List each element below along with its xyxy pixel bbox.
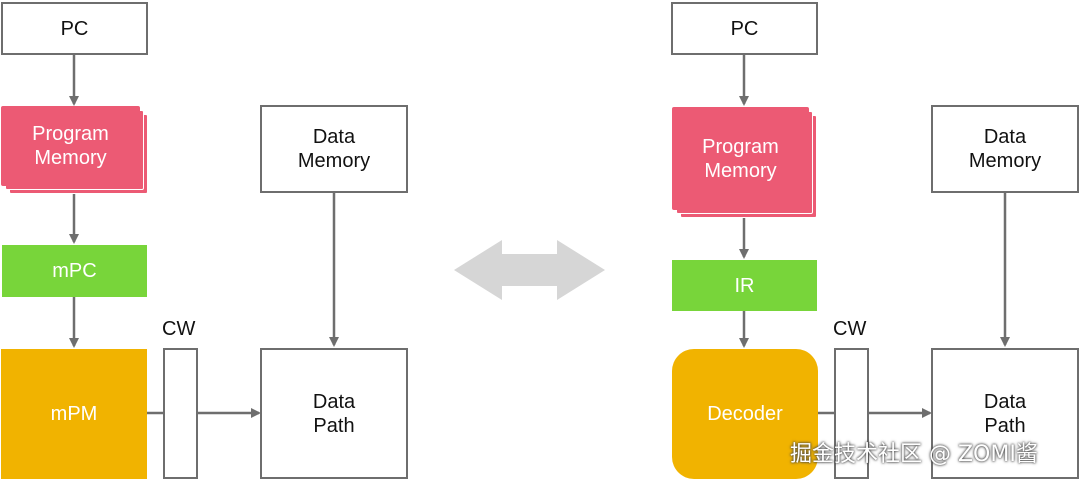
mpm-label: mPM xyxy=(50,403,98,425)
data-memory-box-right: Data Memory xyxy=(931,105,1079,193)
mpc-box: mPC xyxy=(2,245,147,297)
decoder-label: Decoder xyxy=(707,403,783,425)
program-memory-box-left: Program Memory xyxy=(1,106,140,186)
pc-box-left: PC xyxy=(1,2,148,55)
program-memory-box-right: Program Memory xyxy=(672,107,809,210)
cw-register-right xyxy=(834,348,869,479)
mpm-box: mPM xyxy=(1,349,147,479)
data-path-label-left: Data Path xyxy=(312,390,356,437)
cw-label-left: CW xyxy=(162,318,196,340)
ir-box: IR xyxy=(672,260,817,311)
decoder-box: Decoder xyxy=(672,349,818,479)
cw-label-right: CW xyxy=(833,318,867,340)
watermark: 掘金技术社区 @ ZOMI酱 xyxy=(790,442,1038,467)
data-memory-label-left: Data Memory xyxy=(297,126,371,172)
cw-register-left xyxy=(163,348,198,479)
data-path-box-left: Data Path xyxy=(260,348,408,479)
data-path-label-right: Data Path xyxy=(983,390,1027,437)
ir-label: IR xyxy=(734,274,755,297)
pc-label-right: PC xyxy=(730,17,759,40)
mpc-label: mPC xyxy=(52,260,97,282)
bidirectional-arrow-icon xyxy=(454,240,605,300)
data-path-box-right: Data Path xyxy=(931,348,1079,479)
pc-box-right: PC xyxy=(671,2,818,55)
data-memory-label-right: Data Memory xyxy=(968,126,1042,172)
data-memory-box-left: Data Memory xyxy=(260,105,408,193)
pc-label-left: PC xyxy=(60,17,89,40)
program-memory-label-left: Program Memory xyxy=(32,123,109,169)
program-memory-label-right: Program Memory xyxy=(702,135,779,182)
